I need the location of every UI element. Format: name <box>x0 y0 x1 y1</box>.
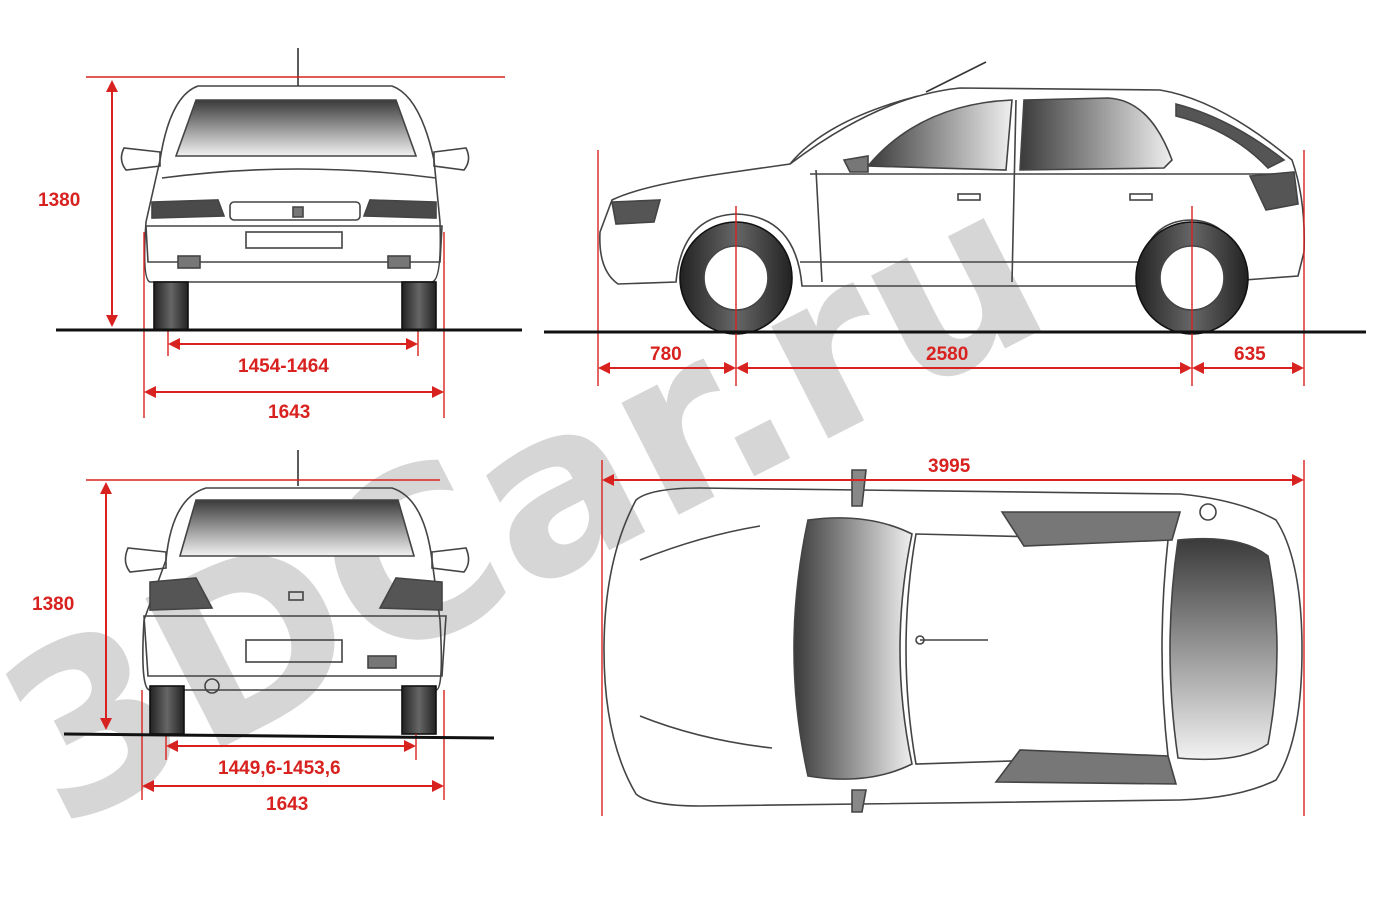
front-emblem <box>292 206 304 218</box>
rear-left-tire <box>149 685 185 735</box>
side-view <box>599 61 1306 335</box>
front-left-foglight <box>177 255 201 269</box>
side-mirror <box>842 155 869 173</box>
front-plate <box>245 231 343 249</box>
rear-track-label: 1449,6-1453,6 <box>218 758 341 779</box>
front-right-mirror <box>433 147 470 171</box>
rear-plate <box>245 639 343 663</box>
rear-ground-line <box>63 732 495 740</box>
front-left-headlight <box>151 199 226 219</box>
top-lower-side-windows <box>994 749 1178 785</box>
front-bumper <box>145 225 443 263</box>
side-dimensions <box>597 150 1305 386</box>
front-dimensions <box>86 76 505 418</box>
rear-dimensions <box>86 479 445 800</box>
rear-view <box>124 450 470 735</box>
side-front-window <box>866 99 1013 171</box>
side-taillight <box>1248 171 1299 211</box>
side-quarter-window <box>1175 102 1286 169</box>
front-right-foglight <box>387 255 411 269</box>
rear-right-tire <box>401 685 437 735</box>
front-right-headlight <box>362 199 437 219</box>
watermark: 3DCar.ru <box>0 133 1083 879</box>
front-height-label: 1380 <box>38 190 80 211</box>
front-track-label: 1454-1464 <box>238 356 329 377</box>
rear-left-taillight <box>149 577 214 611</box>
side-rear-window <box>1019 97 1173 171</box>
top-dimensions <box>601 460 1305 816</box>
rear-tow-hook <box>204 678 220 694</box>
side-door-handle-front <box>957 193 981 201</box>
top-hood-crease-lower <box>639 715 773 749</box>
top-rear-window <box>1169 537 1278 761</box>
front-right-tire <box>401 281 437 331</box>
top-lower-mirror <box>851 789 867 813</box>
rear-window <box>178 499 416 557</box>
front-hood-line <box>161 168 437 179</box>
front-windshield <box>174 99 418 157</box>
rear-overhang-label: 635 <box>1234 344 1266 365</box>
rear-fog-light <box>367 655 397 669</box>
front-view <box>120 48 470 331</box>
top-roof <box>905 533 1169 765</box>
front-overhang-label: 780 <box>650 344 682 365</box>
front-width-label: 1643 <box>268 402 310 423</box>
front-left-tire <box>153 281 189 331</box>
top-windshield <box>793 517 913 780</box>
rear-right-taillight <box>378 577 443 611</box>
watermark-text: 3DCar.ru <box>0 133 1083 879</box>
top-view <box>603 469 1303 813</box>
top-body-outline <box>603 487 1303 807</box>
rear-hatch-handle <box>288 591 304 601</box>
side-door-handle-rear <box>1129 193 1153 201</box>
rear-height-label: 1380 <box>32 594 74 615</box>
top-fuel-cap <box>1199 503 1217 521</box>
top-upper-mirror <box>851 469 867 507</box>
top-hood-crease-upper <box>639 525 761 561</box>
side-door-line-middle <box>1011 99 1017 283</box>
side-windscreen <box>789 95 919 165</box>
overall-length-label: 3995 <box>928 456 971 477</box>
side-headlight <box>611 199 662 225</box>
rear-width-label: 1643 <box>266 794 308 815</box>
wheelbase-label: 2580 <box>926 344 968 365</box>
front-grille <box>229 201 361 221</box>
rear-right-mirror <box>431 547 470 573</box>
front-left-mirror <box>120 147 161 171</box>
rear-left-mirror <box>124 547 167 573</box>
rear-bumper <box>143 615 447 677</box>
side-door-line-front <box>815 169 823 283</box>
top-upper-side-windows <box>1000 511 1182 547</box>
